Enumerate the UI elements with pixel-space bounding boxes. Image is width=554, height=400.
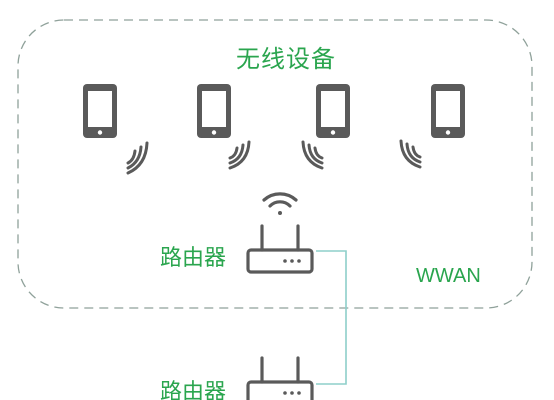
wifi-signal-icon: [399, 139, 422, 169]
wwan-boundary: [17, 19, 533, 309]
wifi-signal-icon: [228, 140, 251, 170]
router-icon: [246, 224, 314, 274]
wifi-signal-icon: [126, 141, 149, 175]
router-icon: [246, 356, 314, 400]
wifi-signal-icon: [301, 140, 324, 170]
smartphone-icon: [83, 84, 117, 138]
wireless-devices-label: 无线设备: [236, 45, 336, 73]
smartphone-icon: [197, 84, 231, 138]
router-link-line: [316, 250, 347, 385]
smartphone-icon: [316, 84, 350, 138]
router-label: 路由器: [160, 380, 227, 400]
wifi-signal-icon: [262, 192, 298, 215]
router-label: 路由器: [160, 246, 227, 271]
smartphone-icon: [431, 84, 465, 138]
wwan-label: WWAN: [416, 265, 481, 287]
